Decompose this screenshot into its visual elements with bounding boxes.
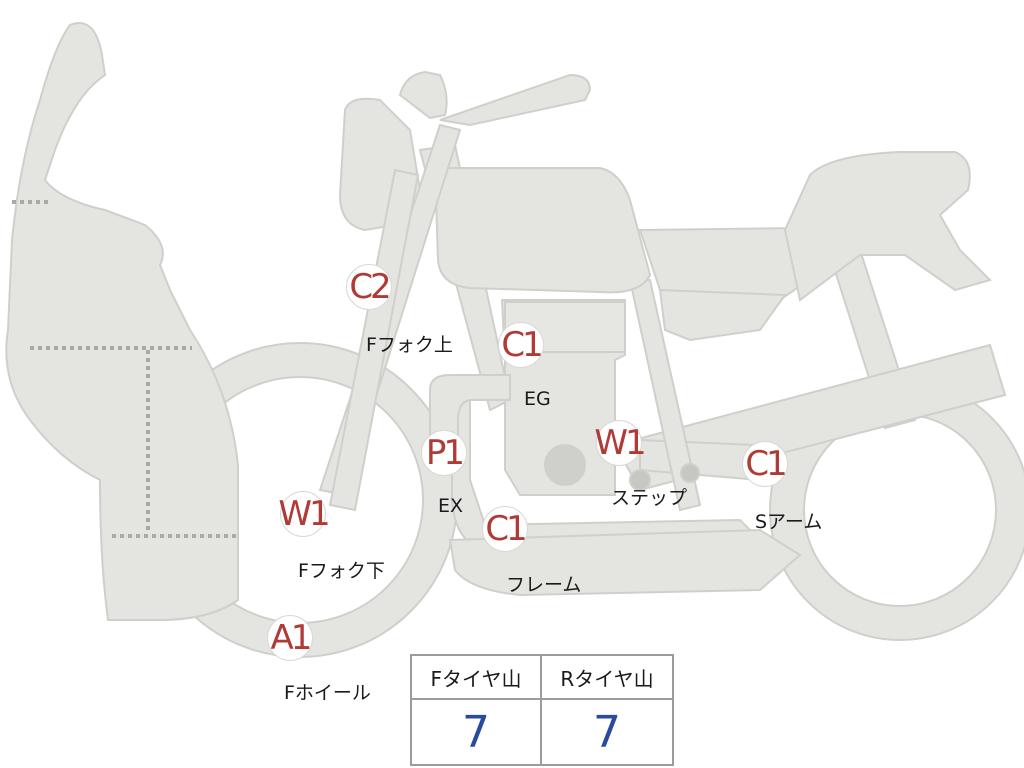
side-cover <box>658 288 787 342</box>
tire-tread-table: Fタイヤ山 Rタイヤ山 7 7 <box>410 654 674 766</box>
marker-code-frame[interactable]: C1 <box>482 506 528 552</box>
marker-label-swingarm: Sアーム <box>755 511 823 533</box>
marker-code-f-fork-lower[interactable]: W1 <box>278 491 331 537</box>
front-tire-header: Fタイヤ山 <box>412 656 542 700</box>
marker-code-step[interactable]: W1 <box>594 420 647 466</box>
marker-code-exhaust[interactable]: P1 <box>421 430 467 476</box>
handlebar <box>398 70 448 120</box>
marker-label-exhaust: EX <box>438 495 464 517</box>
marker-label-engine: EG <box>524 388 551 410</box>
front-tire-value[interactable]: 7 <box>412 700 542 764</box>
marker-label-f-wheel: Fホイール <box>284 682 371 704</box>
marker-code-engine[interactable]: C1 <box>498 322 544 368</box>
marker-code-swingarm[interactable]: C1 <box>742 441 788 487</box>
marker-label-f-fork-lower: Fフォク下 <box>298 560 385 582</box>
marker-label-frame: フレーム <box>506 574 582 596</box>
marker-label-step: ステップ <box>611 487 688 509</box>
marker-code-f-fork-upper[interactable]: C2 <box>346 264 392 310</box>
fuel-tank <box>433 167 652 294</box>
marker-label-f-fork-upper: Fフォク上 <box>366 334 453 356</box>
front-cowl <box>5 22 239 621</box>
rear-tire-header: Rタイヤ山 <box>542 656 672 700</box>
marker-code-f-wheel[interactable]: A1 <box>267 615 313 661</box>
rear-tire-value[interactable]: 7 <box>593 706 621 758</box>
